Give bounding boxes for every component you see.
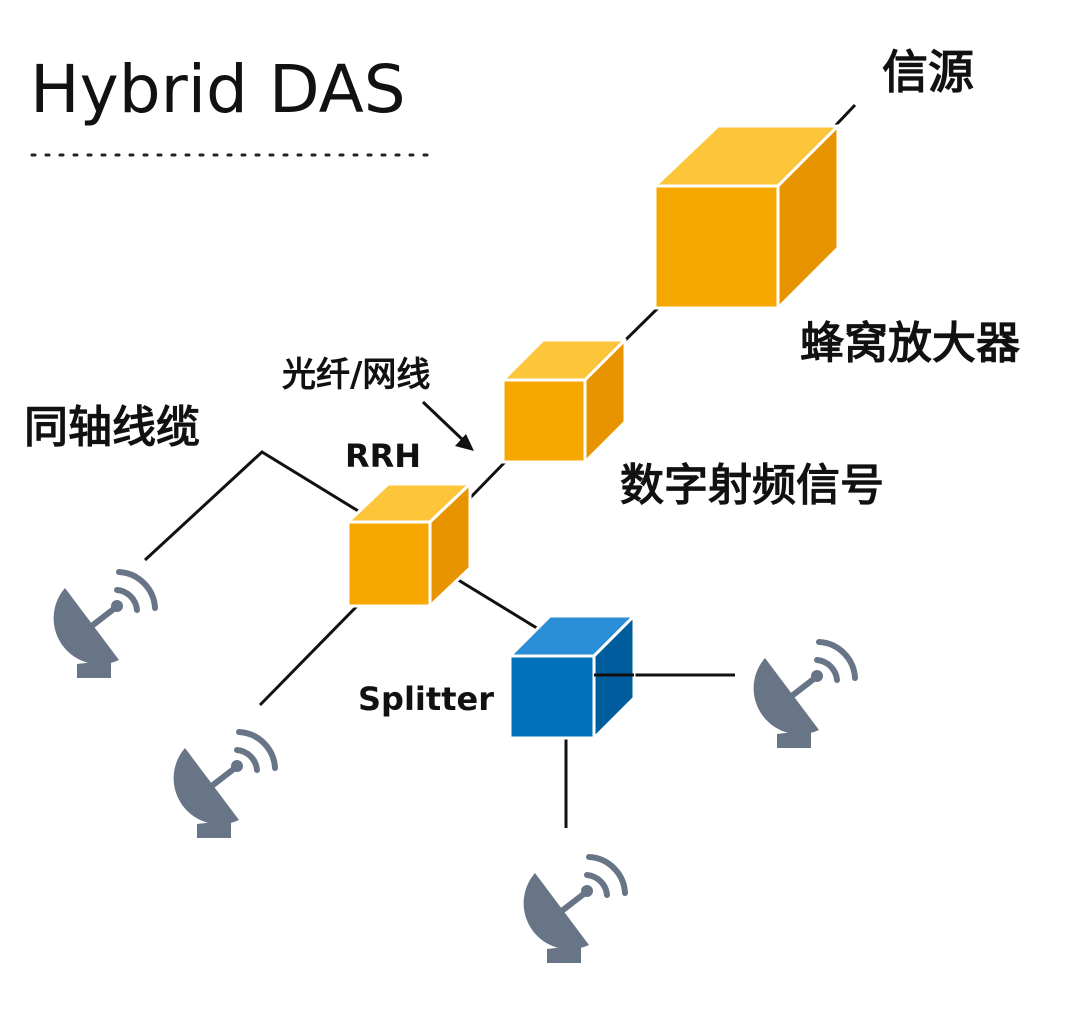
satellite-dish-icon [754,642,855,748]
label-cellular-amplifier: 蜂窝放大器 [800,318,1021,369]
satellite-dish-icon [54,572,155,678]
rrh-cube [346,482,472,608]
line-digital-to-rrh [468,460,507,500]
label-rrh: RRH [345,437,421,475]
label-fiber-network-cable: 光纤/网线 [282,355,430,395]
fiber-arrow-line [421,400,467,444]
line-coax-lower [258,601,362,707]
satellite-dish-icon [524,857,625,963]
label-digital-rf-signal: 数字射频信号 [620,460,884,511]
page-title: Hybrid DAS [30,51,406,128]
fiber-arrow-head [455,434,474,451]
line-rrh-to-splitter [454,576,541,632]
cellular-amplifier-cube [653,124,840,310]
label-splitter: Splitter [358,680,494,718]
label-coax-cable: 同轴线缆 [24,402,200,453]
label-signal-source: 信源 [882,45,974,99]
splitter-cube [508,614,636,740]
satellite-dish-icon [174,732,275,838]
digital-rf-cube [501,338,627,464]
